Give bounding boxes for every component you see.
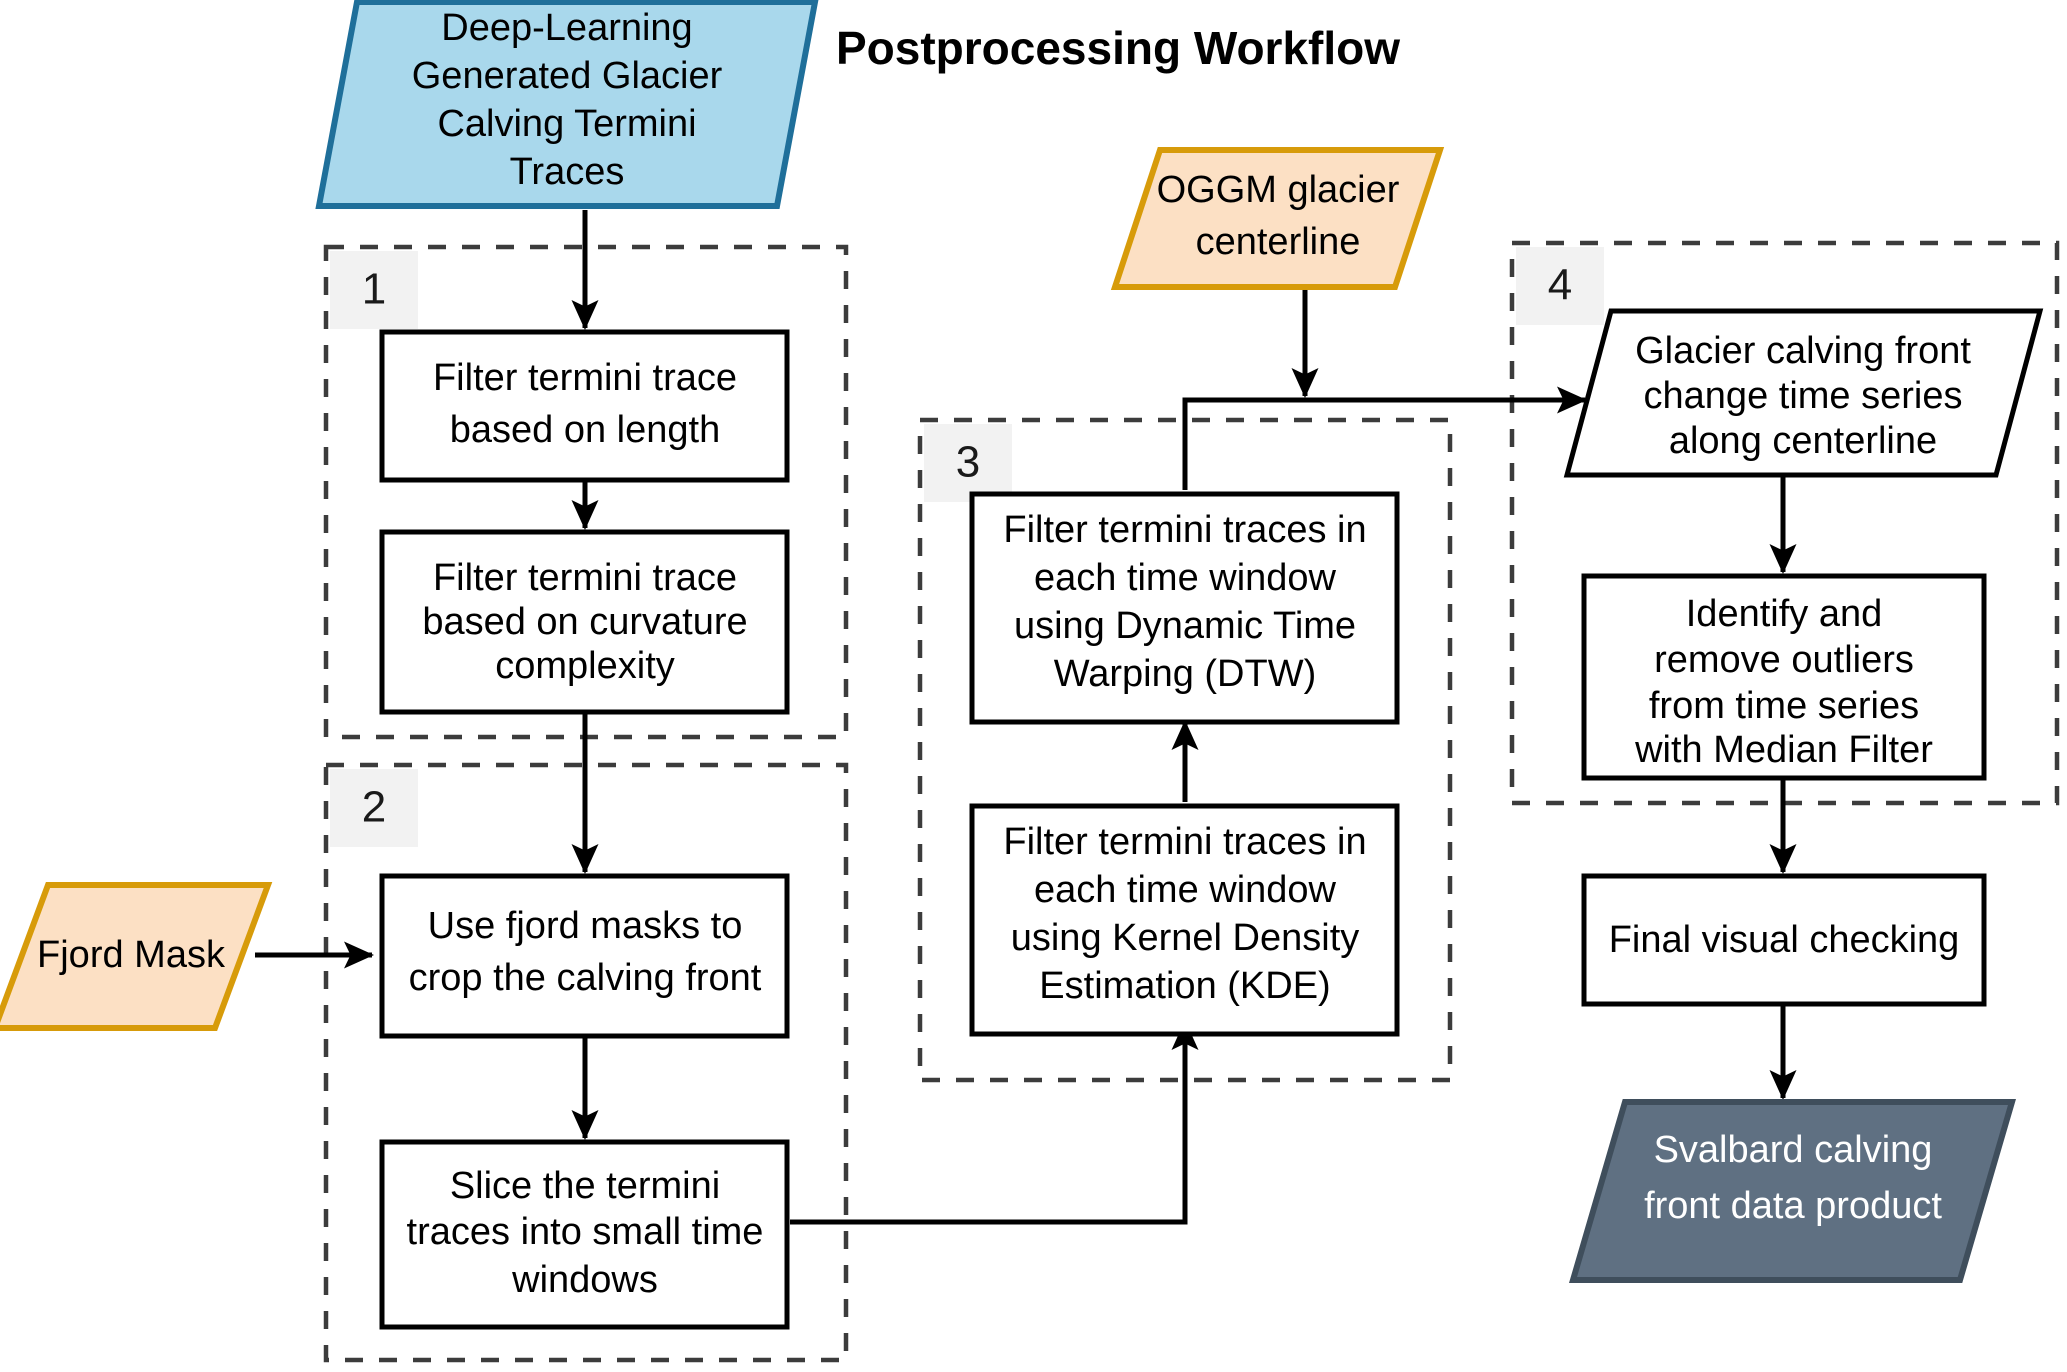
remove-outliers-line-2: remove outliers (1654, 639, 1914, 681)
node-filter-dtw[interactable]: Filter termini traces in each time windo… (969, 491, 1400, 725)
input-oggm-line-1: OGGM glacier (1157, 169, 1400, 211)
final-check-label: Final visual checking (1609, 919, 1960, 961)
remove-outliers-line-1: Identify and (1686, 593, 1882, 635)
node-final-visual-checking[interactable]: Final visual checking (1581, 873, 1987, 1007)
remove-outliers-line-3: from time series (1649, 685, 1919, 727)
input-oggm-shape (1110, 147, 1445, 290)
node-input-deep-learning-traces[interactable]: Deep-Learning Generated Glacier Calving … (315, 0, 819, 209)
group-3-chip (924, 424, 1012, 502)
page-title: Postprocessing Workflow (836, 22, 1400, 74)
filter-dtw-line-1: Filter termini traces in (1003, 509, 1366, 551)
input-traces-line-4: Traces (510, 151, 625, 193)
node-crop-calving-front[interactable]: Use fjord masks to crop the calving fron… (379, 873, 790, 1039)
filter-curvature-line-3: complexity (495, 645, 675, 687)
node-filter-termini-by-length[interactable]: Filter termini trace based on length (379, 329, 790, 483)
filter-dtw-line-2: each time window (1034, 557, 1337, 599)
node-output-svalbard-product[interactable]: Svalbard calving front data product (1568, 1099, 2017, 1283)
filter-kde-line-3: using Kernel Density (1011, 917, 1360, 959)
filter-curvature-shape (379, 529, 790, 715)
group-4-label: 4 (1548, 261, 1572, 310)
slice-windows-line-2: traces into small time (407, 1211, 764, 1253)
node-input-fjord-mask[interactable]: Fjord Mask (0, 882, 273, 1031)
output-product-line-1: Svalbard calving (1654, 1129, 1933, 1171)
crop-front-line-1: Use fjord masks to (428, 905, 743, 947)
remove-outliers-shape (1581, 573, 1987, 781)
filter-length-line-2: based on length (450, 409, 720, 451)
filter-dtw-line-4: Warping (DTW) (1054, 653, 1316, 695)
output-product-shape (1568, 1099, 2017, 1283)
slice-windows-shape (379, 1139, 790, 1330)
group-2-label: 2 (362, 783, 386, 832)
input-traces-line-3: Calving Termini (437, 103, 696, 145)
group-2-chip (330, 769, 418, 847)
crop-front-shape (379, 873, 790, 1039)
time-series-line-2: change time series (1644, 375, 1963, 417)
filter-kde-line-1: Filter termini traces in (1003, 821, 1366, 863)
node-remove-outliers[interactable]: Identify and remove outliers from time s… (1581, 573, 1987, 781)
filter-length-shape (379, 329, 790, 483)
filter-kde-shape (969, 803, 1400, 1037)
node-filter-kde[interactable]: Filter termini traces in each time windo… (969, 803, 1400, 1037)
filter-length-line-1: Filter termini trace (433, 357, 737, 399)
group-1-chip (330, 251, 418, 329)
crop-front-line-2: crop the calving front (409, 957, 762, 999)
node-slice-time-windows[interactable]: Slice the termini traces into small time… (379, 1139, 790, 1330)
slice-windows-line-1: Slice the termini (450, 1165, 720, 1207)
slice-windows-line-3: windows (511, 1259, 658, 1301)
edge-dtw-to-timeseries (1182, 386, 1588, 490)
filter-kde-line-2: each time window (1034, 869, 1337, 911)
filter-kde-line-4: Estimation (KDE) (1039, 965, 1330, 1007)
filter-dtw-shape (969, 491, 1400, 725)
node-calving-front-time-series[interactable]: Glacier calving front change time series… (1563, 308, 2044, 478)
input-fjord-mask-shape (0, 882, 273, 1031)
time-series-shape (1563, 308, 2044, 478)
input-traces-line-1: Deep-Learning (441, 7, 692, 49)
remove-outliers-line-4: with Median Filter (1634, 729, 1933, 771)
input-traces-line-2: Generated Glacier (412, 55, 723, 97)
time-series-line-1: Glacier calving front (1635, 330, 1971, 372)
input-traces-shape (315, 0, 819, 209)
group-1-label: 1 (362, 265, 386, 314)
group-4-chip (1516, 247, 1604, 325)
group-3-label: 3 (956, 438, 980, 487)
final-check-shape (1581, 873, 1987, 1007)
input-fjord-mask-label: Fjord Mask (37, 934, 226, 976)
filter-dtw-line-3: using Dynamic Time (1014, 605, 1356, 647)
group-3-boundary (917, 417, 1453, 1083)
input-oggm-line-2: centerline (1196, 221, 1361, 263)
edge-slice-to-kde (790, 1019, 1199, 1225)
output-product-line-2: front data product (1644, 1185, 1942, 1227)
node-input-oggm-centerline[interactable]: OGGM glacier centerline (1110, 147, 1445, 290)
filter-curvature-line-2: based on curvature (422, 601, 747, 643)
time-series-line-3: along centerline (1669, 420, 1937, 462)
node-filter-termini-by-curvature[interactable]: Filter termini trace based on curvature … (379, 529, 790, 715)
filter-curvature-line-1: Filter termini trace (433, 557, 737, 599)
group-2-boundary (323, 762, 849, 1363)
